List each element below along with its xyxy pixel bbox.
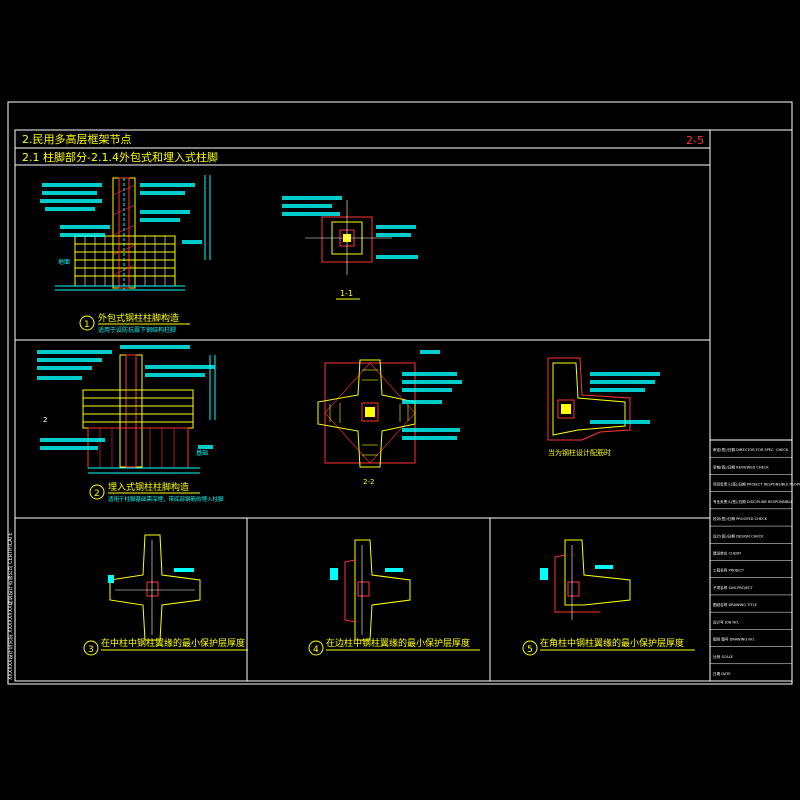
title-block-row-label: 项目负责人(签)/日期 PROJECT RESPONSIBLE PEOPLE [713, 482, 800, 487]
detail-3-label: 3 在中柱中钢柱翼缘的最小保护层厚度 [83, 637, 248, 656]
corner-column-plan: 当为钢柱设计配筋时 [547, 357, 660, 457]
detail-3-drawing [108, 534, 201, 641]
detail-5-label: 5 在角柱中钢柱翼缘的最小保护层厚度 [522, 637, 695, 656]
sheet-number: 2-5 [686, 134, 704, 147]
svg-text:5: 5 [527, 645, 533, 655]
title-block-row-label: 日期 DATE [713, 671, 731, 676]
detail-1-note: 适用于设防抗震下钢结构柱脚 [98, 326, 176, 334]
title-block-frame [709, 129, 793, 682]
title-block-row-label: 比例 SCALE [713, 654, 734, 659]
detail-4-label: 4 在边柱中钢柱翼缘的最小保护层厚度 [308, 637, 480, 656]
svg-text:1: 1 [84, 320, 90, 330]
title-block-row-label: 设计(签)/日期 DESIGN CHECK [713, 533, 764, 538]
detail-2-drawing: 2 基础 [37, 345, 216, 474]
detail-5-drawing [540, 539, 631, 620]
svg-text:当为钢柱设计配筋时: 当为钢柱设计配筋时 [548, 448, 611, 457]
section-1-1-plan: 1-1 [282, 196, 418, 300]
svg-text:2-2: 2-2 [363, 478, 374, 486]
detail-5-title: 在角柱中钢柱翼缘的最小保护层厚度 [540, 637, 684, 649]
section-2-2-plan: 2-2 [317, 350, 462, 486]
title-block-row-label: 审定(签)/日期 DIRECTOR FOR SPEC. CHECK [713, 447, 789, 452]
section-title: 2.民用多高层框架节点 [22, 132, 132, 146]
title-block-row-label: 图纸名称 DRAWING TITLE [713, 602, 758, 607]
svg-text:地面: 地面 [58, 258, 70, 266]
title-block-row-label: 审核(签)/日期 REVIEWED CHECK [713, 464, 769, 469]
side-credit-text: XXXXXX设计研究院 XXXXXXXX建筑设计有限公司 CERTIFICATE [7, 532, 14, 680]
detail-4-title: 在边柱中钢柱翼缘的最小保护层厚度 [326, 637, 470, 649]
svg-text:2: 2 [43, 416, 47, 424]
svg-text:基础: 基础 [196, 449, 208, 457]
title-block-row-label: 设计号 JOB NO. [713, 619, 739, 624]
title-block-row-label: 图别 图号 DRAWING NO. [713, 637, 755, 642]
title-block-row-label: 子项名称 SUB-PROJECT [713, 585, 754, 590]
svg-text:2: 2 [94, 489, 100, 499]
detail-4-drawing [330, 539, 411, 641]
svg-text:1-1: 1-1 [340, 289, 353, 298]
title-block-row-label: 校对(签)/日期 PROOFED CHECK [713, 516, 768, 521]
detail-1-label: 1 外包式钢柱柱脚构造 适用于设防抗震下钢结构柱脚 [79, 312, 190, 334]
svg-text:3: 3 [88, 645, 94, 655]
detail-2-title: 埋入式钢柱柱脚构造 [108, 481, 189, 493]
detail-1-drawing: 地面 [40, 175, 211, 291]
detail-3-title: 在中柱中钢柱翼缘的最小保护层厚度 [101, 637, 245, 649]
title-block: 审定(签)/日期 DIRECTOR FOR SPEC. CHECK 审核(签)/日… [710, 447, 800, 676]
title-block-row-label: 建设单位 CLIENT [713, 550, 742, 555]
detail-1-title: 外包式钢柱柱脚构造 [98, 312, 179, 324]
title-block-row-label: 工程名称 PROJECT [713, 568, 745, 573]
title-block-row-label: 专业负责人(签)/日期 DISCIPLINE RESPONSIBLE [713, 499, 793, 504]
subsection-title: 2.1 柱脚部分-2.1.4外包式和埋入式柱脚 [22, 150, 218, 164]
svg-text:4: 4 [313, 645, 319, 655]
detail-2-note: 适用于柱脚基础需深埋，带底部钢筋的埋入柱脚 [108, 495, 224, 503]
detail-2-label: 2 埋入式钢柱柱脚构造 适用于柱脚基础需深埋，带底部钢筋的埋入柱脚 [89, 481, 224, 503]
